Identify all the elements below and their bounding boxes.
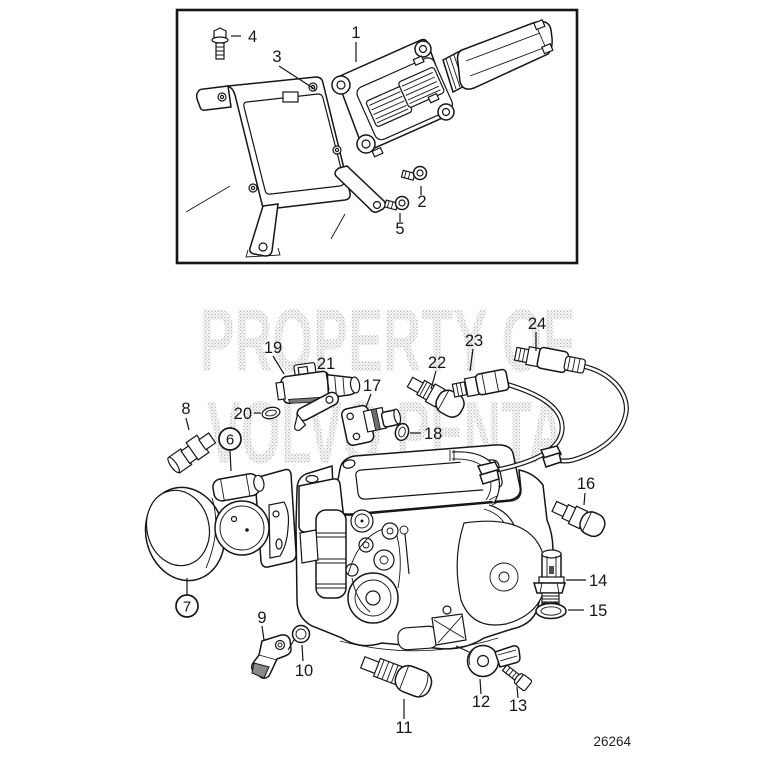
o-ring-20	[261, 406, 281, 420]
sealing-ring-15	[535, 602, 567, 620]
coolant-temp-sensor-14	[532, 549, 567, 609]
watermark-line1: PROPERTY OF	[200, 290, 575, 390]
ecu-assembly-box: 1 2 3 4 5	[175, 8, 579, 265]
callout-2: 2	[417, 193, 426, 211]
callout-17: 17	[363, 377, 381, 395]
callout-24: 24	[528, 315, 546, 333]
callout-8: 8	[181, 400, 190, 418]
callout-10: 10	[295, 662, 313, 680]
callout-18: 18	[424, 425, 442, 443]
boost-pressure-sensor	[275, 362, 361, 405]
watermark: PROPERTY OF VOLVO PENTA	[200, 290, 575, 482]
knock-sensor-bolt	[501, 664, 533, 692]
coolant-temp-sensor-8	[167, 432, 217, 474]
callout-11: 11	[395, 719, 412, 737]
oxygen-sensor-24-connector	[539, 445, 563, 460]
callout-20: 20	[234, 405, 252, 423]
air-intake-cover	[144, 486, 226, 582]
balloon-6-label: 6	[226, 432, 234, 449]
callout-16: 16	[577, 475, 595, 493]
oxygen-sensor-23-connector	[476, 461, 501, 476]
ecu-control-unit	[331, 19, 554, 158]
ecu-screw-5	[383, 195, 410, 211]
throttle-body	[212, 468, 297, 568]
callout-1: 1	[351, 24, 360, 42]
oil-filter	[315, 509, 347, 599]
o-ring-18	[394, 422, 410, 442]
ecu-screw-2	[400, 165, 428, 181]
callout-21: 21	[317, 355, 335, 373]
balloon-6-throttle-body: 6	[218, 427, 242, 472]
callout-19: 19	[264, 339, 282, 357]
temp-sensor-16	[551, 500, 606, 538]
callout-13: 13	[509, 697, 527, 715]
callout-15: 15	[589, 602, 607, 620]
sensor-bracket-21	[294, 391, 340, 432]
knock-sensor	[455, 644, 521, 678]
callout-22: 22	[428, 354, 446, 372]
oxygen-sensor-23	[451, 368, 565, 485]
drawing-number: 26264	[593, 734, 631, 749]
oxygen-sensor-24	[513, 346, 629, 468]
ecu-bracket	[185, 76, 387, 258]
callout-12: 12	[472, 693, 490, 711]
camshaft-position-sensor	[341, 404, 402, 446]
bracket-flange-screw	[211, 27, 229, 60]
engine	[295, 444, 554, 652]
callout-14: 14	[589, 572, 607, 590]
callout-23: 23	[465, 332, 483, 350]
balloon-7-air-intake-cover: 7	[175, 578, 199, 618]
callout-3: 3	[272, 48, 281, 66]
o-ring-10	[291, 624, 311, 644]
callout-4: 4	[248, 28, 257, 46]
balloon-7-label: 7	[183, 599, 191, 616]
callout-5: 5	[395, 220, 404, 238]
ecu-connector-cylinder	[456, 20, 553, 90]
temp-sensor-22	[406, 376, 465, 418]
callout-9: 9	[257, 609, 266, 627]
flywheel-housing	[456, 520, 547, 626]
oil-pressure-sensor	[359, 655, 433, 698]
crankshaft-position-sensor	[250, 634, 295, 679]
